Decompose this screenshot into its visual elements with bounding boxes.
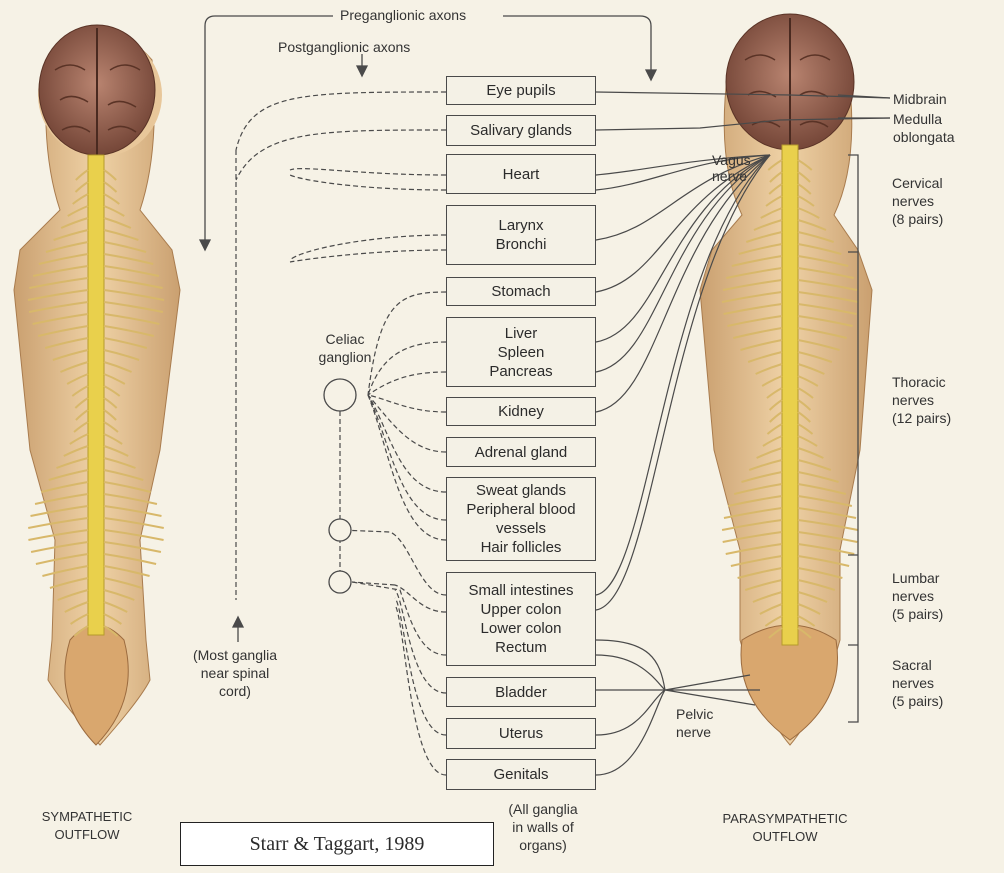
- organ-label: Liver: [447, 324, 595, 343]
- region-label-line: (5 pairs): [892, 692, 943, 710]
- organ-label: Lower colon: [447, 619, 595, 638]
- region-label-line: (8 pairs): [892, 210, 943, 228]
- organ-label: Uterus: [447, 724, 595, 743]
- organ-label: Kidney: [447, 402, 595, 421]
- region-label-line: (12 pairs): [892, 409, 951, 427]
- sympathetic-figure: [14, 25, 180, 745]
- region-label-line: Lumbar: [892, 569, 943, 587]
- region-label: Sacralnerves(5 pairs): [892, 656, 943, 710]
- organ-label: Larynx: [447, 216, 595, 235]
- organ-label: Salivary glands: [447, 121, 595, 140]
- vagus-nerve-label: Vagus nerve: [712, 152, 751, 184]
- pelvic-nerve-label: Pelvic nerve: [676, 705, 713, 741]
- celiac-ganglion-label: Celiac ganglion: [310, 330, 380, 366]
- sympathetic-line-2: OUTFLOW: [22, 826, 152, 844]
- organ-box: Heart: [446, 154, 596, 194]
- region-label-line: nerves: [892, 391, 951, 409]
- celiac-line-2: ganglion: [310, 348, 380, 366]
- organ-label: Peripheral blood: [447, 500, 595, 519]
- most-ganglia-line-3: cord): [175, 682, 295, 700]
- all-ganglia-note: (All ganglia in walls of organs): [488, 800, 598, 854]
- organ-label: Eye pupils: [447, 81, 595, 100]
- credit-box: Starr & Taggart, 1989: [180, 822, 494, 866]
- parasympathetic-line-2: OUTFLOW: [700, 828, 870, 846]
- sympathetic-line-1: SYMPATHETIC: [22, 808, 152, 826]
- all-ganglia-line-2: in walls of: [488, 818, 598, 836]
- parasympathetic-line-1: PARASYMPATHETIC: [700, 810, 870, 828]
- organ-label: Small intestines: [447, 581, 595, 600]
- medulla-label: Medulla oblongata: [893, 110, 955, 146]
- all-ganglia-line-3: organs): [488, 836, 598, 854]
- region-label-line: Cervical: [892, 174, 943, 192]
- parasympathetic-figure: [700, 14, 872, 745]
- postganglionic-label: Postganglionic axons: [278, 38, 410, 56]
- organ-box: LarynxBronchi: [446, 205, 596, 265]
- parasympathetic-outflow-title: PARASYMPATHETIC OUTFLOW: [700, 810, 870, 846]
- organ-label: Bladder: [447, 683, 595, 702]
- region-label-line: nerves: [892, 587, 943, 605]
- organ-label: Bronchi: [447, 235, 595, 254]
- region-label: Lumbarnerves(5 pairs): [892, 569, 943, 623]
- organ-label: Heart: [447, 165, 595, 184]
- organ-label: Stomach: [447, 282, 595, 301]
- organ-box: Salivary glands: [446, 115, 596, 146]
- organ-label: Spleen: [447, 343, 595, 362]
- organ-box: Adrenal gland: [446, 437, 596, 467]
- organ-box: Kidney: [446, 397, 596, 426]
- region-label-line: Sacral: [892, 656, 943, 674]
- organ-label: Adrenal gland: [447, 443, 595, 462]
- organ-label: Sweat glands: [447, 481, 595, 500]
- vagus-line-1: Vagus: [712, 152, 751, 168]
- preganglionic-label: Preganglionic axons: [340, 6, 466, 24]
- organ-box: Genitals: [446, 759, 596, 790]
- most-ganglia-line-1: (Most ganglia: [175, 646, 295, 664]
- celiac-line-1: Celiac: [310, 330, 380, 348]
- pelvic-line-2: nerve: [676, 723, 713, 741]
- organ-label: Hair follicles: [447, 538, 595, 557]
- region-label-line: (5 pairs): [892, 605, 943, 623]
- organ-label: Upper colon: [447, 600, 595, 619]
- organ-label: Pancreas: [447, 362, 595, 381]
- organ-box: Eye pupils: [446, 76, 596, 105]
- region-label-line: nerves: [892, 674, 943, 692]
- midbrain-label: Midbrain: [893, 90, 947, 108]
- organ-box: Stomach: [446, 277, 596, 306]
- most-ganglia-note: (Most ganglia near spinal cord): [175, 646, 295, 700]
- superior-mesenteric-ganglion-circle: [329, 519, 351, 541]
- all-ganglia-line-1: (All ganglia: [488, 800, 598, 818]
- vagus-line-2: nerve: [712, 168, 751, 184]
- region-label-line: nerves: [892, 192, 943, 210]
- medulla-line-1: Medulla: [893, 110, 955, 128]
- most-ganglia-line-2: near spinal: [175, 664, 295, 682]
- region-label-line: Thoracic: [892, 373, 951, 391]
- inferior-mesenteric-ganglion-circle: [329, 571, 351, 593]
- organ-label: Genitals: [447, 765, 595, 784]
- celiac-ganglion-circle: [324, 379, 356, 411]
- sympathetic-outflow-title: SYMPATHETIC OUTFLOW: [22, 808, 152, 844]
- region-label: Cervicalnerves(8 pairs): [892, 174, 943, 228]
- medulla-line-2: oblongata: [893, 128, 955, 146]
- organ-label: vessels: [447, 519, 595, 538]
- pelvic-line-1: Pelvic: [676, 705, 713, 723]
- organ-label: Rectum: [447, 638, 595, 657]
- organ-box: Uterus: [446, 718, 596, 749]
- organ-box: Bladder: [446, 677, 596, 707]
